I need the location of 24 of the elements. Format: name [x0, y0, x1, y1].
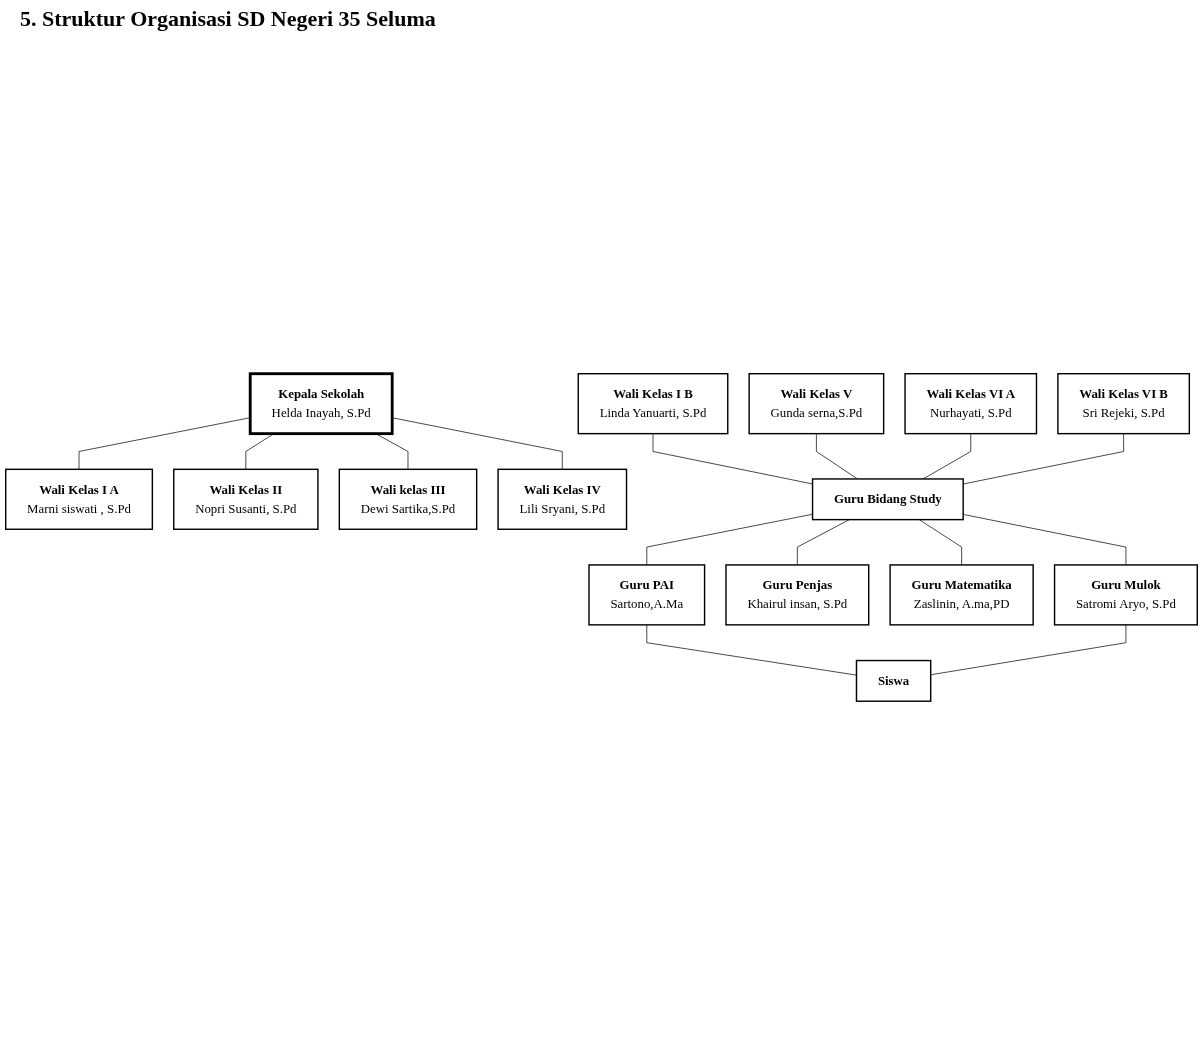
diagram-title: 5. Struktur Organisasi SD Negeri 35 Seluma — [20, 6, 436, 32]
node-box: Wali Kelas VI B Sri Rejeki, S.Pd — [1057, 373, 1191, 435]
node-box: Guru Penjas Khairul insan, S.Pd — [725, 564, 870, 626]
node-box: Guru Matematika Zaslinin, A.ma,PD — [889, 564, 1034, 626]
node-box: Guru PAI Sartono,A.Ma — [588, 564, 706, 626]
node-box: Wali Kelas I A Marni siswati , S.Pd — [5, 468, 154, 530]
connector — [930, 624, 1127, 676]
connector — [646, 513, 813, 566]
node-box: Wali Kelas IV Lili Sryani, S.Pd — [497, 468, 628, 530]
node-box: Guru Bidang Study — [811, 478, 964, 521]
connector — [816, 433, 858, 480]
node-box: Wali Kelas I B Linda Yanuarti, S.Pd — [577, 373, 729, 435]
node-box: Kepala Sekolah Helda Inayah, S.Pd — [248, 372, 394, 436]
connector — [652, 433, 813, 485]
connector — [78, 417, 251, 470]
node-box: Siswa — [855, 659, 932, 702]
connector — [797, 519, 850, 566]
node-box: Wali kelas III Dewi Sartika,S.Pd — [338, 468, 478, 530]
connector — [918, 519, 962, 566]
connector — [646, 624, 857, 676]
node-box: Wali Kelas V Gunda serna,S.Pd — [748, 373, 885, 435]
node-box: Wali Kelas VI A Nurhayati, S.Pd — [904, 373, 1038, 435]
node-box: Wali Kelas II Nopri Susanti, S.Pd — [173, 468, 319, 530]
node-box: Guru Mulok Satromi Aryo, S.Pd — [1053, 564, 1198, 626]
